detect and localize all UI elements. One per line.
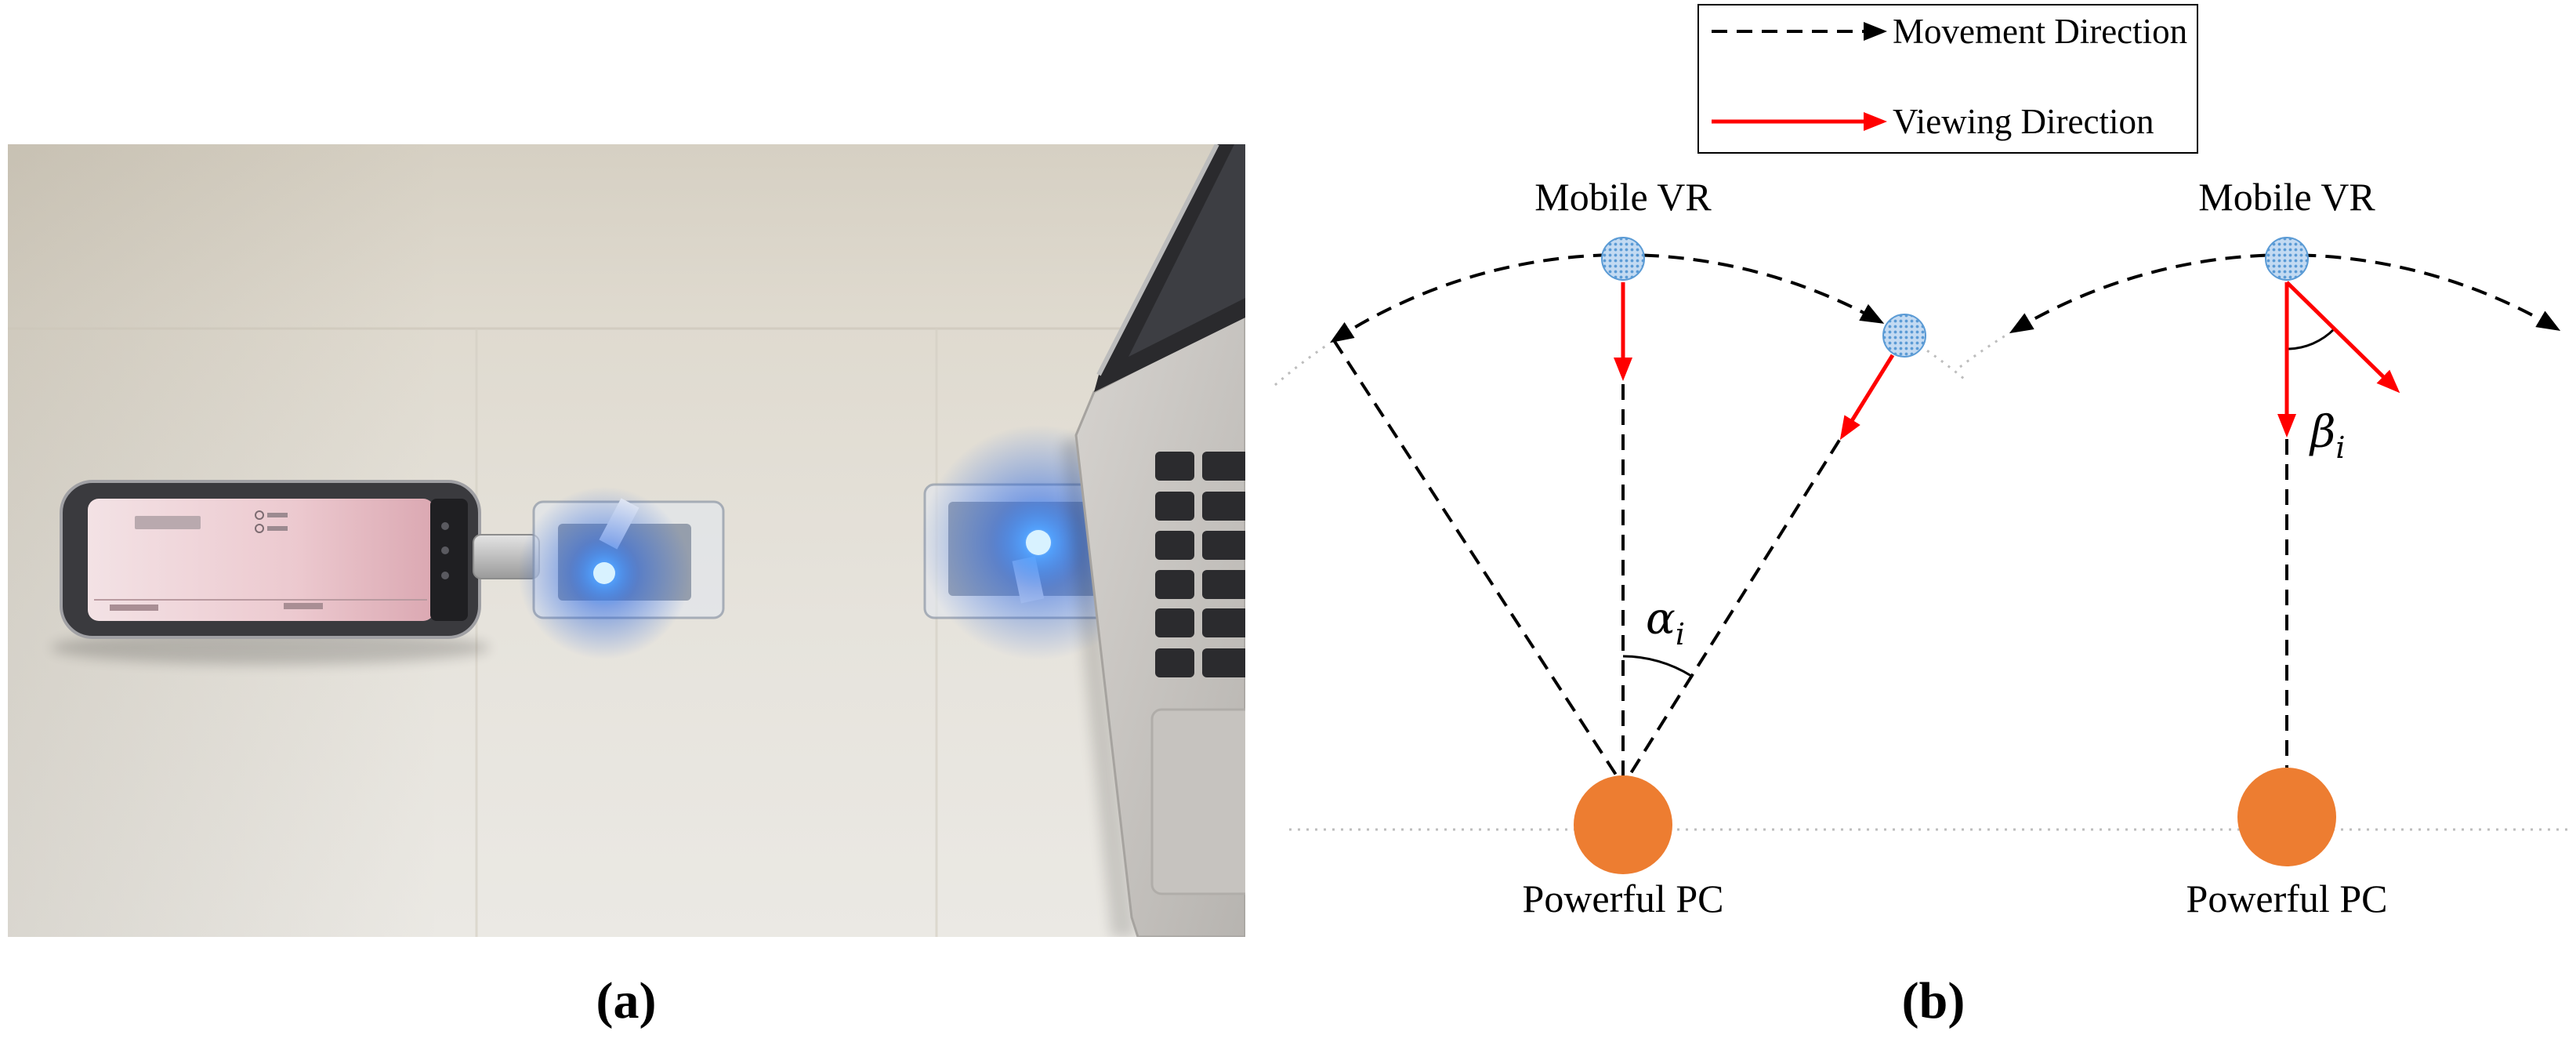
laptop-keyboard [1155,452,1245,677]
phone-radio-option [255,524,264,533]
laptop-display [1129,144,1245,357]
laptop [1062,144,1245,937]
powerful-pc-node [2237,768,2336,866]
phone-sensor [441,572,449,579]
viewing-arrow-diagonal [2285,281,2400,394]
legend-movement-label: Movement Direction [1893,12,2187,51]
phone-sensor [441,522,449,530]
laptop-lid-edge [1096,144,1219,376]
laptop-trackpad [1150,708,1245,895]
left-scenario: αi Mobile VR Powerful PC [1274,175,1965,920]
mobile-vr-label: Mobile VR [2198,175,2375,219]
mobile-vr-node-moved [1882,314,1926,358]
angle-symbol: β [2309,407,2335,458]
phone-bezel [430,499,468,621]
smartphone [60,480,481,639]
panel-a-photo [8,144,1245,937]
phone-radio-option [255,510,264,520]
angle-subscript: i [1676,617,1685,652]
mobile-vr-label: Mobile VR [1534,175,1712,219]
arc-extension-guide [1274,344,1327,387]
beta-angle-label: βi [2309,407,2346,465]
powerful-pc-label: Powerful PC [1523,877,1724,920]
laptop-key [1202,648,1245,677]
dashed-link-left [1332,339,1625,787]
laptop-key [1155,531,1194,560]
phone-ui-button [135,516,201,529]
phone-sensor [441,546,449,554]
dongle-led [593,562,615,584]
laptop-key [1155,608,1194,637]
angle-subscript: i [2335,430,2345,465]
mobile-vr-node [1601,237,1645,281]
panel-a-caption: (a) [596,972,657,1029]
laptop-key [1202,531,1245,560]
laptop-key [1155,648,1194,677]
panel-b-caption: (b) [1902,972,1966,1029]
laptop-key [1155,492,1194,521]
laptop-key [1202,492,1245,521]
viewing-arrow-diagonal [1839,354,1895,441]
phone-ui-mark [267,526,288,531]
laptop-shadow [1062,436,1136,937]
angle-symbol: α [1646,594,1676,644]
panel-b-diagram: Movement Direction Viewing Direction αi … [1274,4,2571,920]
wireless-dongle-phone [518,487,725,659]
mobile-vr-node [2265,237,2309,281]
arc-extension-guide [1919,344,1965,380]
powerful-pc-node [1574,775,1672,874]
arc-extension-guide [1959,334,2006,369]
laptop-key [1155,452,1194,481]
phone-ui-mark [267,513,288,517]
legend: Movement Direction Viewing Direction [1697,4,2198,154]
alpha-angle-label: αi [1646,594,1685,652]
phone-ui-mark [110,605,158,611]
right-scenario: βi Mobile VR Powerful PC [1959,175,2561,920]
legend-box [1697,4,2198,154]
beta-angle-arc [2286,327,2336,350]
laptop-key [1202,608,1245,637]
laptop-key [1202,570,1245,599]
dongle-led [1026,530,1051,555]
alpha-angle-arc [1622,655,1692,677]
legend-viewing-label: Viewing Direction [1893,102,2154,141]
laptop-key [1202,452,1245,481]
phone-ui-mark [284,603,323,609]
laptop-key [1155,570,1194,599]
powerful-pc-label: Powerful PC [2187,877,2388,920]
